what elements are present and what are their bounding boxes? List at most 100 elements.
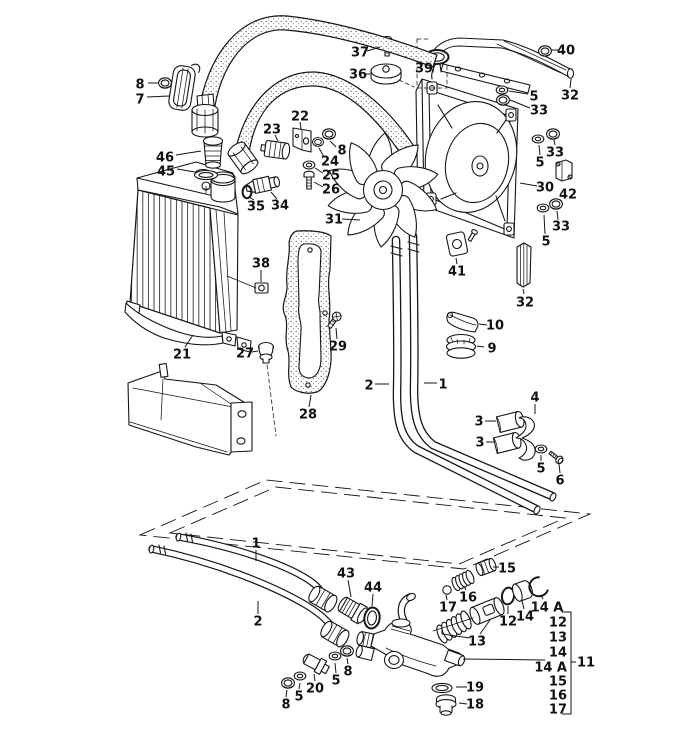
part-callout-5: 5	[536, 462, 545, 477]
leader-line-5	[334, 662, 337, 674]
part-callout-12: 12	[499, 615, 517, 630]
leader-line-25	[314, 167, 324, 174]
o-ring-44	[363, 606, 381, 630]
seal-19	[431, 682, 453, 694]
temp-switch-20	[302, 653, 330, 675]
leader-line-37	[366, 46, 381, 52]
assembly-item-12: 12	[549, 616, 567, 631]
assembly-item-14: 14	[549, 646, 567, 661]
assembly-item-15: 15	[549, 675, 567, 690]
part-callout-23: 23	[263, 123, 281, 138]
assembly-item-14A: 14 A	[534, 661, 567, 676]
leader-line-29	[335, 327, 338, 340]
part-callout-43: 43	[337, 567, 355, 582]
leader-line-33	[556, 210, 559, 221]
cap-36	[370, 63, 402, 85]
leader-line-31	[341, 218, 361, 221]
pipe-fitting-2	[320, 620, 350, 648]
leader-line-9	[476, 345, 485, 348]
part-callout-4: 4	[530, 391, 539, 406]
part-callout-22: 22	[291, 110, 309, 125]
leader-line-26	[313, 181, 324, 188]
temp-sensor-34	[245, 175, 281, 194]
grommet-27	[257, 341, 275, 364]
cap-14	[511, 580, 533, 602]
part-callout-8: 8	[281, 698, 290, 713]
seal-45	[193, 169, 219, 181]
leader-line-22	[299, 121, 302, 130]
part-callout-5: 5	[331, 674, 340, 689]
part-callout-37: 37	[351, 46, 369, 61]
part-callout-32: 32	[516, 296, 534, 311]
leader-line-6	[558, 463, 561, 474]
leader-line-17	[445, 594, 448, 601]
leader-line-20	[313, 673, 316, 682]
air-duct	[127, 362, 253, 456]
leader-line-32	[569, 78, 572, 89]
part-callout-40: 40	[557, 44, 575, 59]
piston-12	[469, 597, 505, 625]
leader-line-5	[543, 214, 546, 235]
snap-ring-14A	[528, 576, 549, 598]
leader-line-27	[251, 350, 259, 353]
leader-line-8	[285, 689, 288, 698]
part-callout-46: 46	[156, 151, 174, 166]
part-callout-41: 41	[448, 265, 466, 280]
part-callout-29: 29	[329, 340, 347, 355]
leader-line-35	[248, 196, 255, 201]
part-callout-32: 32	[561, 89, 579, 104]
screw-26	[303, 170, 315, 190]
switch-23	[260, 139, 291, 160]
part-callout-5: 5	[294, 690, 303, 705]
part-callout-38: 38	[252, 257, 270, 272]
part-callout-6: 6	[555, 474, 564, 489]
nut-33	[546, 128, 560, 140]
clip-41	[445, 229, 478, 257]
part-callout-8: 8	[343, 665, 352, 680]
part-callout-8: 8	[337, 144, 346, 159]
part-callout-10: 10	[486, 319, 504, 334]
washer-5	[495, 85, 509, 95]
washer-5	[534, 444, 548, 454]
union-46	[202, 136, 224, 169]
leader-line-14A	[540, 594, 544, 600]
sleeve-9	[445, 333, 477, 359]
construction-lines	[226, 275, 277, 437]
part-callout-30: 30	[536, 181, 554, 196]
nut-8	[340, 645, 354, 657]
assembly-leader-line	[462, 658, 546, 661]
leader-line-14	[521, 600, 525, 610]
washer-5	[293, 671, 307, 681]
leader-line-7	[146, 95, 170, 98]
part-callout-27: 27	[236, 347, 254, 362]
square-nut-38	[254, 282, 269, 294]
nut-8	[158, 77, 172, 89]
part-callout-33: 33	[552, 220, 570, 235]
explode-axis-line	[432, 617, 474, 632]
part-callout-28: 28	[299, 408, 317, 423]
o-ring-12	[500, 586, 516, 606]
leader-line-5	[298, 682, 301, 690]
leader-line-32	[522, 288, 525, 295]
side-strip-32	[516, 242, 532, 288]
hose-fitting-lower	[227, 141, 259, 175]
retainer-10	[446, 311, 479, 333]
cooling-fan-31	[323, 132, 443, 248]
part-callout-13: 13	[468, 635, 486, 650]
leader-line-34	[270, 191, 278, 200]
part-callout-45: 45	[157, 165, 175, 180]
part-callout-31: 31	[325, 213, 343, 228]
part-callout-2: 2	[364, 379, 373, 394]
assembly-item-16: 16	[549, 689, 567, 704]
gasket-28	[282, 230, 332, 394]
leader-line-13	[441, 629, 471, 639]
assembly-item-13: 13	[549, 631, 567, 646]
fan-shroud	[415, 78, 519, 239]
bracket-42	[555, 159, 573, 182]
part-callout-34: 34	[271, 199, 289, 214]
part-callout-3: 3	[475, 436, 484, 451]
nut-8	[281, 677, 295, 689]
part-callout-1: 1	[438, 378, 447, 393]
part-callout-2: 2	[253, 615, 262, 630]
